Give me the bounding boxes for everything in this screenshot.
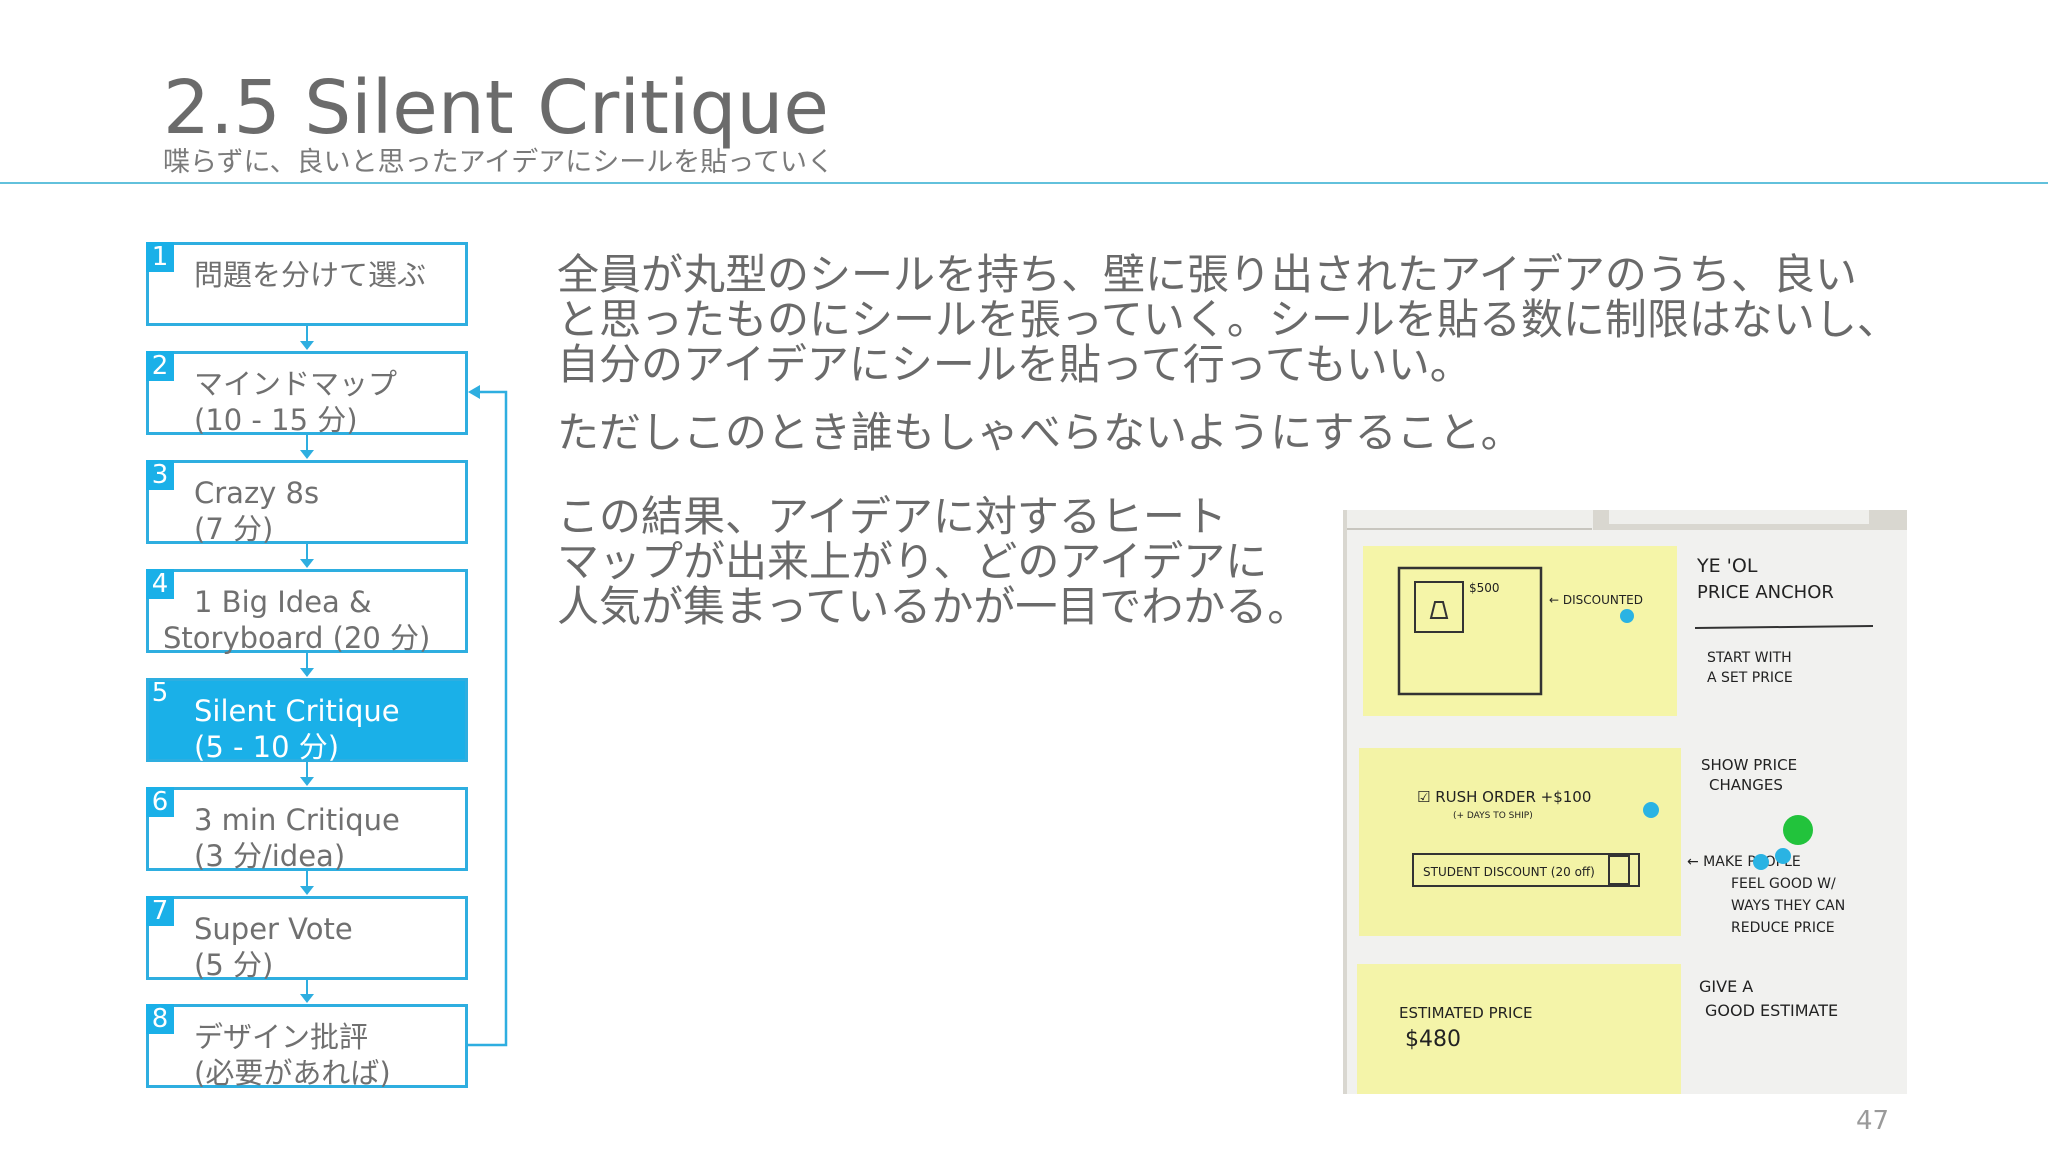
step-number: 3 bbox=[146, 460, 174, 490]
connector-line bbox=[306, 980, 308, 995]
step-number: 5 bbox=[146, 678, 174, 708]
step-2-box: 2 マインドマップ (10 - 15 分) bbox=[146, 351, 468, 435]
step-number: 6 bbox=[146, 787, 174, 817]
paragraph-line: 全員が丸型のシールを持ち、壁に張り出されたアイデアのうち、良い bbox=[557, 252, 1899, 297]
title-divider bbox=[0, 182, 2048, 184]
step-7-box: 7 Super Vote (5 分) bbox=[146, 896, 468, 980]
step-6-box: 6 3 min Critique (3 分/idea) bbox=[146, 787, 468, 871]
photo-text: ESTIMATED PRICE bbox=[1399, 1004, 1532, 1022]
paragraph-1: 全員が丸型のシールを持ち、壁に張り出されたアイデアのうち、良い と思ったものにシ… bbox=[557, 252, 1899, 387]
connector-arrowhead bbox=[300, 886, 314, 895]
step-label: マインドマップ (10 - 15 分) bbox=[194, 366, 459, 438]
photo-text: GIVE A bbox=[1699, 977, 1753, 996]
paragraph-line: 人気が集まっているかが一目でわかる。 bbox=[557, 584, 1309, 629]
paragraph-line: と思ったものにシールを張っていく。シールを貼る数に制限はないし、 bbox=[557, 297, 1899, 342]
photo-text: CHANGES bbox=[1709, 776, 1783, 794]
photo-text: FEEL GOOD W/ bbox=[1731, 876, 1836, 892]
connector-line bbox=[306, 762, 308, 778]
step-number: 2 bbox=[146, 351, 174, 381]
paragraph-line: この結果、アイデアに対するヒート bbox=[557, 494, 1309, 539]
sticky-note bbox=[1363, 546, 1677, 716]
photo-text: $480 bbox=[1405, 1027, 1461, 1052]
step-8-box: 8 デザイン批評 (必要があれば) bbox=[146, 1004, 468, 1088]
step-5-box-active: 5 Silent Critique (5 - 10 分) bbox=[146, 678, 468, 762]
photo-text: A SET PRICE bbox=[1707, 670, 1793, 686]
connector-arrowhead bbox=[300, 777, 314, 786]
photo-text: GOOD ESTIMATE bbox=[1705, 1001, 1838, 1020]
connector-line bbox=[306, 544, 308, 560]
step-4-box: 4 1 Big Idea & Storyboard (20 分) bbox=[146, 569, 468, 653]
photo-text: SHOW PRICE bbox=[1701, 756, 1797, 774]
photo-text: ← DISCOUNTED bbox=[1549, 593, 1643, 607]
photo-illustration: $500 ← DISCOUNTED ☑ RUSH ORDER +$100 (+ … bbox=[1343, 510, 1907, 1094]
slide-title: 2.5 Silent Critique bbox=[163, 66, 829, 150]
photo-text: WAYS THEY CAN bbox=[1731, 898, 1845, 914]
step-label: 問題を分けて選ぶ bbox=[194, 257, 459, 293]
step-label: 1 Big Idea & Storyboard (20 分) bbox=[163, 584, 459, 656]
photo-text: START WITH bbox=[1707, 650, 1792, 666]
sticky-note bbox=[1359, 748, 1681, 936]
connector-line bbox=[306, 653, 308, 669]
step-3-box: 3 Crazy 8s (7 分) bbox=[146, 460, 468, 544]
connector-arrowhead bbox=[300, 450, 314, 459]
photo-text: STUDENT DISCOUNT (20 off) bbox=[1423, 865, 1595, 879]
step-label: 3 min Critique (3 分/idea) bbox=[194, 802, 459, 874]
connector-line bbox=[306, 326, 308, 342]
blue-dot-sticker bbox=[1620, 609, 1634, 623]
photo-text: ☑ RUSH ORDER +$100 bbox=[1417, 788, 1591, 806]
step-number: 8 bbox=[146, 1004, 174, 1034]
step-label: デザイン批評 (必要があれば) bbox=[194, 1019, 459, 1091]
step-label: Crazy 8s (7 分) bbox=[194, 475, 459, 547]
step-number: 7 bbox=[146, 896, 174, 926]
green-dot-sticker bbox=[1783, 815, 1813, 845]
paragraph-line: 自分のアイデアにシールを貼って行ってもいい。 bbox=[557, 342, 1899, 387]
photo-text: YE 'OL bbox=[1696, 555, 1758, 577]
photo-text: REDUCE PRICE bbox=[1731, 920, 1835, 936]
slide-subtitle: 喋らずに、良いと思ったアイデアにシールを貼っていく bbox=[163, 146, 834, 180]
sticky-notes-photo: $500 ← DISCOUNTED ☑ RUSH ORDER +$100 (+ … bbox=[1343, 510, 1907, 1094]
blue-dot-sticker bbox=[1775, 848, 1791, 864]
paragraph-3: この結果、アイデアに対するヒート マップが出来上がり、どのアイデアに 人気が集ま… bbox=[557, 494, 1309, 629]
paragraph-line: マップが出来上がり、どのアイデアに bbox=[557, 539, 1309, 584]
connector-line bbox=[306, 871, 308, 887]
connector-line bbox=[306, 435, 308, 451]
loop-back-arrow bbox=[466, 380, 510, 1050]
paragraph-2: ただしこのとき誰もしゃべらないようにすること。 bbox=[557, 410, 1523, 455]
blue-dot-sticker bbox=[1753, 854, 1769, 870]
photo-text: (+ DAYS TO SHIP) bbox=[1453, 811, 1533, 821]
connector-arrowhead bbox=[300, 668, 314, 677]
connector-arrowhead bbox=[300, 341, 314, 350]
photo-text: $500 bbox=[1469, 581, 1500, 595]
connector-arrowhead bbox=[300, 994, 314, 1003]
step-number: 1 bbox=[146, 242, 174, 272]
blue-dot-sticker bbox=[1643, 802, 1659, 818]
connector-arrowhead bbox=[300, 559, 314, 568]
page-number: 47 bbox=[1856, 1106, 1889, 1136]
step-label: Silent Critique (5 - 10 分) bbox=[194, 693, 459, 765]
step-1-box: 1 問題を分けて選ぶ bbox=[146, 242, 468, 326]
step-label: Super Vote (5 分) bbox=[194, 911, 459, 983]
photo-text: PRICE ANCHOR bbox=[1697, 582, 1834, 603]
